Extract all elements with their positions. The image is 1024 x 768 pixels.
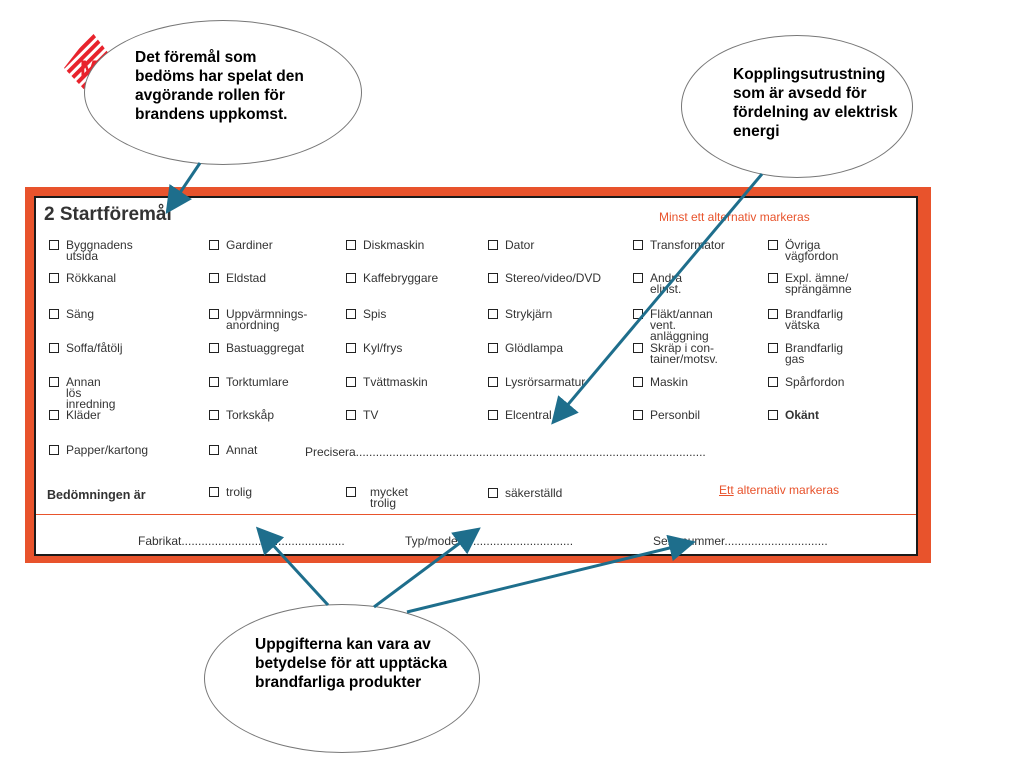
divider <box>36 514 916 515</box>
callout-bubble-bottom <box>204 604 480 753</box>
option-label: Soffa/fåtölj <box>66 341 123 355</box>
option-label: Uppvärmnings- anordning <box>226 307 308 332</box>
option-label: Kläder <box>66 408 101 422</box>
checkbox[interactable] <box>768 309 778 319</box>
option-label: Maskin <box>650 375 689 389</box>
note-min-one: Minst ett alternativ markeras <box>659 210 810 224</box>
option-label: TV <box>363 408 379 422</box>
checkbox[interactable] <box>209 377 219 387</box>
checkbox[interactable] <box>633 273 643 283</box>
callout-text-bottom: Uppgifterna kan vara av betydelse för at… <box>255 636 448 691</box>
checkbox[interactable] <box>49 309 59 319</box>
option-label: Fläkt/annan vent. anläggning <box>650 307 713 343</box>
checkbox[interactable] <box>633 343 643 353</box>
checkbox[interactable] <box>346 410 356 420</box>
option-label: Brandfarlig vätska <box>785 307 844 332</box>
option-label: Stereo/video/DVD <box>505 271 602 285</box>
option-label: Glödlampa <box>505 341 564 355</box>
option-label: Eldstad <box>226 271 267 285</box>
callout-text-top-left: Det föremål som bedöms har spelat den av… <box>135 49 304 123</box>
arrow-top-left <box>165 162 202 214</box>
arrow-bottom-serie <box>406 534 696 614</box>
arrow-top-right <box>551 173 764 425</box>
checkbox[interactable] <box>209 343 219 353</box>
option-label: Gardiner <box>226 238 273 252</box>
checkbox[interactable] <box>633 377 643 387</box>
option-label: Lysrörsarmatur <box>505 375 586 389</box>
option-label: Skräp i con- tainer/motsv. <box>650 341 718 366</box>
checkbox[interactable] <box>346 487 356 497</box>
option-label: Brandfarlig gas <box>785 341 844 366</box>
checkbox[interactable] <box>768 240 778 250</box>
option-label: Tvättmaskin <box>363 375 428 389</box>
typ-modell-field[interactable]: Typ/modell..............................… <box>405 534 574 548</box>
callout-text-top-right: Kopplingsutrustning som är avsedd för fö… <box>733 66 898 140</box>
serienummer-field[interactable]: Serienummer.............................… <box>653 534 828 548</box>
option-label: Kyl/frys <box>363 341 403 355</box>
checkbox[interactable] <box>488 343 498 353</box>
checkbox[interactable] <box>209 273 219 283</box>
option-label: Annan lös inredning <box>66 375 116 411</box>
checkbox[interactable] <box>488 273 498 283</box>
option-label: Personbil <box>650 408 701 422</box>
option-label: Diskmaskin <box>363 238 425 252</box>
option-label: Okänt <box>785 408 820 422</box>
option-label: Spårfordon <box>785 375 845 389</box>
checkbox[interactable] <box>768 410 778 420</box>
option-label: Papper/kartong <box>66 443 149 457</box>
checkbox[interactable] <box>209 309 219 319</box>
checkbox[interactable] <box>49 273 59 283</box>
checkbox[interactable] <box>768 377 778 387</box>
option-label: Säng <box>66 307 95 321</box>
callout-bubble-top-left <box>84 20 362 165</box>
checkbox[interactable] <box>49 377 59 387</box>
checkbox[interactable] <box>488 377 498 387</box>
option-label: Byggnadens utsida <box>66 238 133 263</box>
arrow-bottom-typ <box>373 527 481 609</box>
checkbox[interactable] <box>768 343 778 353</box>
assessment-label: Bedömningen är <box>47 488 146 502</box>
option-label: Rökkanal <box>66 271 117 285</box>
callout-bubble-top-right <box>681 35 913 178</box>
option-label: Strykjärn <box>505 307 553 321</box>
checkbox[interactable] <box>633 410 643 420</box>
checkbox[interactable] <box>49 240 59 250</box>
option-label: Kaffebryggare <box>363 271 439 285</box>
checkbox[interactable] <box>49 445 59 455</box>
option-label: Spis <box>363 307 387 321</box>
checkbox[interactable] <box>49 343 59 353</box>
arrow-bottom-fabrikat <box>255 526 330 607</box>
section-title: 2 Startföremål <box>44 204 172 225</box>
option-label: Övriga vägfordon <box>785 238 839 263</box>
option-label: Expl. ämne/ sprängämne <box>785 271 852 296</box>
checkbox[interactable] <box>49 410 59 420</box>
checkbox[interactable] <box>768 273 778 283</box>
note-exactly-one: Ett alternativ markeras <box>719 483 840 497</box>
checkbox[interactable] <box>488 488 498 498</box>
checkbox[interactable] <box>346 240 356 250</box>
option-label: Annat <box>226 443 258 457</box>
checkbox[interactable] <box>209 445 219 455</box>
option-label: Dator <box>505 238 535 252</box>
option-label: Torktumlare <box>226 375 289 389</box>
option-label: Torkskåp <box>226 408 275 422</box>
checkbox[interactable] <box>346 377 356 387</box>
fabrikat-field[interactable]: Fabrikat................................… <box>138 534 345 548</box>
checkbox[interactable] <box>488 240 498 250</box>
start-object-form: 2 Startföremål Minst ett alternativ mark… <box>34 196 918 556</box>
checkbox[interactable] <box>488 410 498 420</box>
checkbox[interactable] <box>633 240 643 250</box>
checkbox[interactable] <box>346 309 356 319</box>
checkbox[interactable] <box>488 309 498 319</box>
checkbox[interactable] <box>346 273 356 283</box>
checkbox[interactable] <box>209 487 219 497</box>
option-label: Elcentral <box>505 408 552 422</box>
checkbox[interactable] <box>209 410 219 420</box>
precisera-field[interactable]: Precisera...............................… <box>305 445 706 459</box>
option-label: Bastuaggregat <box>226 341 305 355</box>
checkbox[interactable] <box>209 240 219 250</box>
checkbox[interactable] <box>346 343 356 353</box>
